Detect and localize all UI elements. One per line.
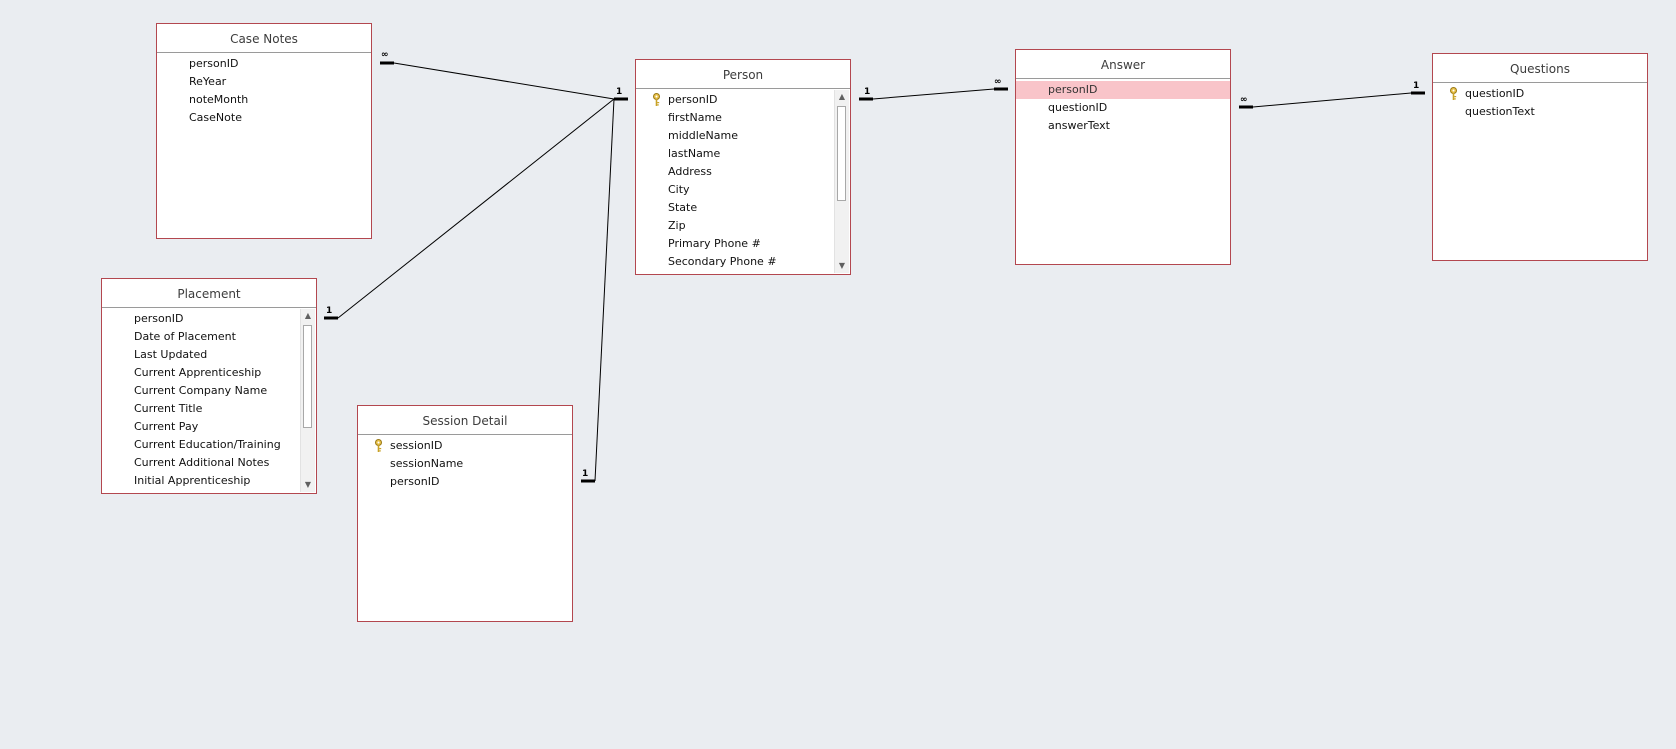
field-item[interactable]: ReYear [189, 75, 227, 88]
field-item[interactable]: personID [390, 475, 440, 488]
table-answer[interactable]: Answer personID questionID answerText [1015, 49, 1231, 265]
field-item[interactable]: Current Additional Notes [134, 456, 270, 469]
field-item[interactable]: Current Education/Training [134, 438, 281, 451]
field-item[interactable]: Secondary Phone # [668, 255, 777, 268]
field-label: questionID [1465, 87, 1525, 100]
field-list-answer: personID questionID answerText [1016, 79, 1230, 135]
field-item[interactable]: lastName [668, 147, 721, 160]
scrollbar-thumb[interactable] [837, 106, 846, 201]
relationship-line-person-answer [872, 88, 995, 100]
table-title-answer[interactable]: Answer [1016, 50, 1230, 79]
key-icon [653, 93, 660, 106]
cardinality-one-questions: 1 [1413, 81, 1420, 91]
relationship-line-casenotes-person [393, 62, 615, 100]
table-title-person[interactable]: Person [636, 60, 850, 89]
field-item[interactable]: Date of Placement [134, 330, 236, 343]
cardinality-one-person-right: 1 [864, 87, 871, 97]
scrollbar-placement[interactable]: ▲ ▼ [300, 309, 315, 492]
relationship-line-answer-questions [1252, 92, 1412, 108]
arrow-up-icon[interactable]: ▲ [304, 311, 312, 320]
field-item[interactable]: noteMonth [189, 93, 249, 106]
table-title-questions[interactable]: Questions [1433, 54, 1647, 83]
field-label: sessionID [390, 439, 443, 452]
field-list-session-detail: sessionID sessionName personID [358, 435, 572, 491]
table-case-notes[interactable]: Case Notes personID ReYear noteMonth Cas… [156, 23, 372, 239]
field-label: personID [668, 93, 718, 106]
field-item[interactable]: middleName [668, 129, 739, 142]
field-item[interactable]: Address [668, 165, 712, 178]
field-item[interactable]: State [668, 201, 698, 214]
field-item[interactable]: Initial Apprenticeship [134, 474, 251, 487]
arrow-up-icon[interactable]: ▲ [838, 92, 846, 101]
field-item[interactable]: Current Company Name [134, 384, 268, 397]
cardinality-one-session: 1 [582, 469, 589, 479]
cardinality-one-person-left: 1 [616, 87, 623, 97]
key-icon [1450, 87, 1457, 100]
field-item[interactable]: Current Pay [134, 420, 199, 433]
field-item[interactable]: questionID [1433, 85, 1647, 103]
field-item[interactable]: sessionID [358, 437, 572, 455]
field-item[interactable]: sessionName [390, 457, 464, 470]
cardinality-many-answer-left: ∞ [994, 77, 1002, 87]
table-title-placement[interactable]: Placement [102, 279, 316, 308]
field-item[interactable]: questionID [1048, 101, 1108, 114]
field-item[interactable]: Current Apprenticeship [134, 366, 262, 379]
table-questions[interactable]: Questions questionID questionText [1432, 53, 1648, 261]
table-title-session-detail[interactable]: Session Detail [358, 406, 572, 435]
field-item[interactable]: Current Title [134, 402, 203, 415]
table-placement[interactable]: Placement personID Date of Placement Las… [101, 278, 317, 494]
field-item[interactable]: questionText [1465, 105, 1535, 118]
cardinality-many-casenotes: ∞ [381, 50, 389, 60]
field-item[interactable]: Zip [668, 219, 686, 232]
key-icon [375, 439, 382, 452]
scrollbar-person[interactable]: ▲ ▼ [834, 90, 849, 273]
field-item[interactable]: Last Updated [134, 348, 208, 361]
arrow-down-icon[interactable]: ▼ [838, 261, 846, 270]
cardinality-one-placement: 1 [326, 306, 333, 316]
relationship-line-session-person [594, 98, 615, 482]
field-item[interactable]: firstName [668, 111, 722, 124]
field-list-questions: questionID questionText [1433, 83, 1647, 121]
table-session-detail[interactable]: Session Detail sessionID sessionName per… [357, 405, 573, 622]
field-list-case-notes: personID ReYear noteMonth CaseNote [157, 53, 371, 127]
relationship-line-placement-person [337, 98, 615, 319]
field-item[interactable]: City [668, 183, 690, 196]
arrow-down-icon[interactable]: ▼ [304, 480, 312, 489]
field-item[interactable]: CaseNote [189, 111, 242, 124]
field-item[interactable]: Primary Phone # [668, 237, 761, 250]
field-item[interactable]: personID [134, 312, 184, 325]
table-title-case-notes[interactable]: Case Notes [157, 24, 371, 53]
field-list-person: personID firstName middleName lastName A… [636, 89, 850, 271]
scrollbar-thumb[interactable] [303, 325, 312, 428]
field-list-placement: personID Date of Placement Last Updated … [102, 308, 316, 490]
field-item[interactable]: personID [189, 57, 239, 70]
cardinality-many-answer-right: ∞ [1240, 95, 1248, 105]
table-person[interactable]: Person personID firstName middleName las… [635, 59, 851, 275]
field-item[interactable]: answerText [1048, 119, 1110, 132]
field-item[interactable]: personID [636, 91, 850, 109]
field-item-selected[interactable]: personID [1016, 81, 1230, 99]
